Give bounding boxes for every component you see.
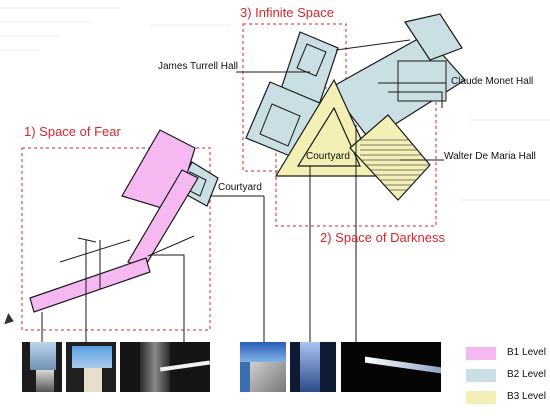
zone-frame-space-of-fear [21, 147, 211, 331]
leader-lines [41, 71, 446, 342]
legend-item-b1: B1 Level [466, 347, 550, 361]
legend-item-b3: B3 Level [466, 391, 550, 405]
legend-swatch-b2 [466, 369, 496, 382]
legend-swatch-b3 [466, 391, 496, 404]
photo-sky-opening [66, 342, 116, 392]
legend-item-b2: B2 Level [466, 369, 550, 383]
claude-monet-hall-label: Claude Monet Hall [451, 76, 534, 87]
photo-blue-sky-wall [240, 342, 286, 392]
b1-level-blocks [29, 129, 199, 313]
space-of-fear-label: 1) Space of Fear [24, 124, 121, 139]
courtyard-inner-triangle [296, 106, 361, 167]
photo-leader-4 [59, 239, 131, 263]
legend-label-b3: B3 Level [507, 391, 546, 402]
legend-label-b2: B2 Level [507, 369, 546, 380]
courtyard-center-label: Courtyard [306, 151, 350, 162]
inner-room-outlines [183, 39, 447, 197]
b1-long-corridor [29, 257, 151, 313]
legend-label-b1: B1 Level [507, 347, 546, 358]
monet-room-outline [397, 60, 447, 102]
infinite-space-label: 3) Infinite Space [240, 5, 334, 20]
photo-dark-corridor [120, 342, 210, 392]
photo-light-slot [22, 342, 62, 392]
photo-sunlit-interior [290, 342, 336, 392]
legend-swatch-b1 [466, 347, 496, 360]
space-of-darkness-label: 2) Space of Darkness [320, 230, 446, 245]
upper-right-wing-block [404, 13, 463, 61]
courtyard-left-label: Courtyard [218, 182, 262, 193]
walter-de-maria-hall-label: Walter De Maria Hall [444, 151, 536, 162]
photo-leader-6 [150, 254, 185, 342]
photo-light-beam [341, 342, 441, 392]
james-turrell-hall-label: James Turrell Hall [158, 61, 239, 72]
photo-leader-5 [147, 235, 195, 257]
background-ghost-lines [0, 7, 550, 201]
